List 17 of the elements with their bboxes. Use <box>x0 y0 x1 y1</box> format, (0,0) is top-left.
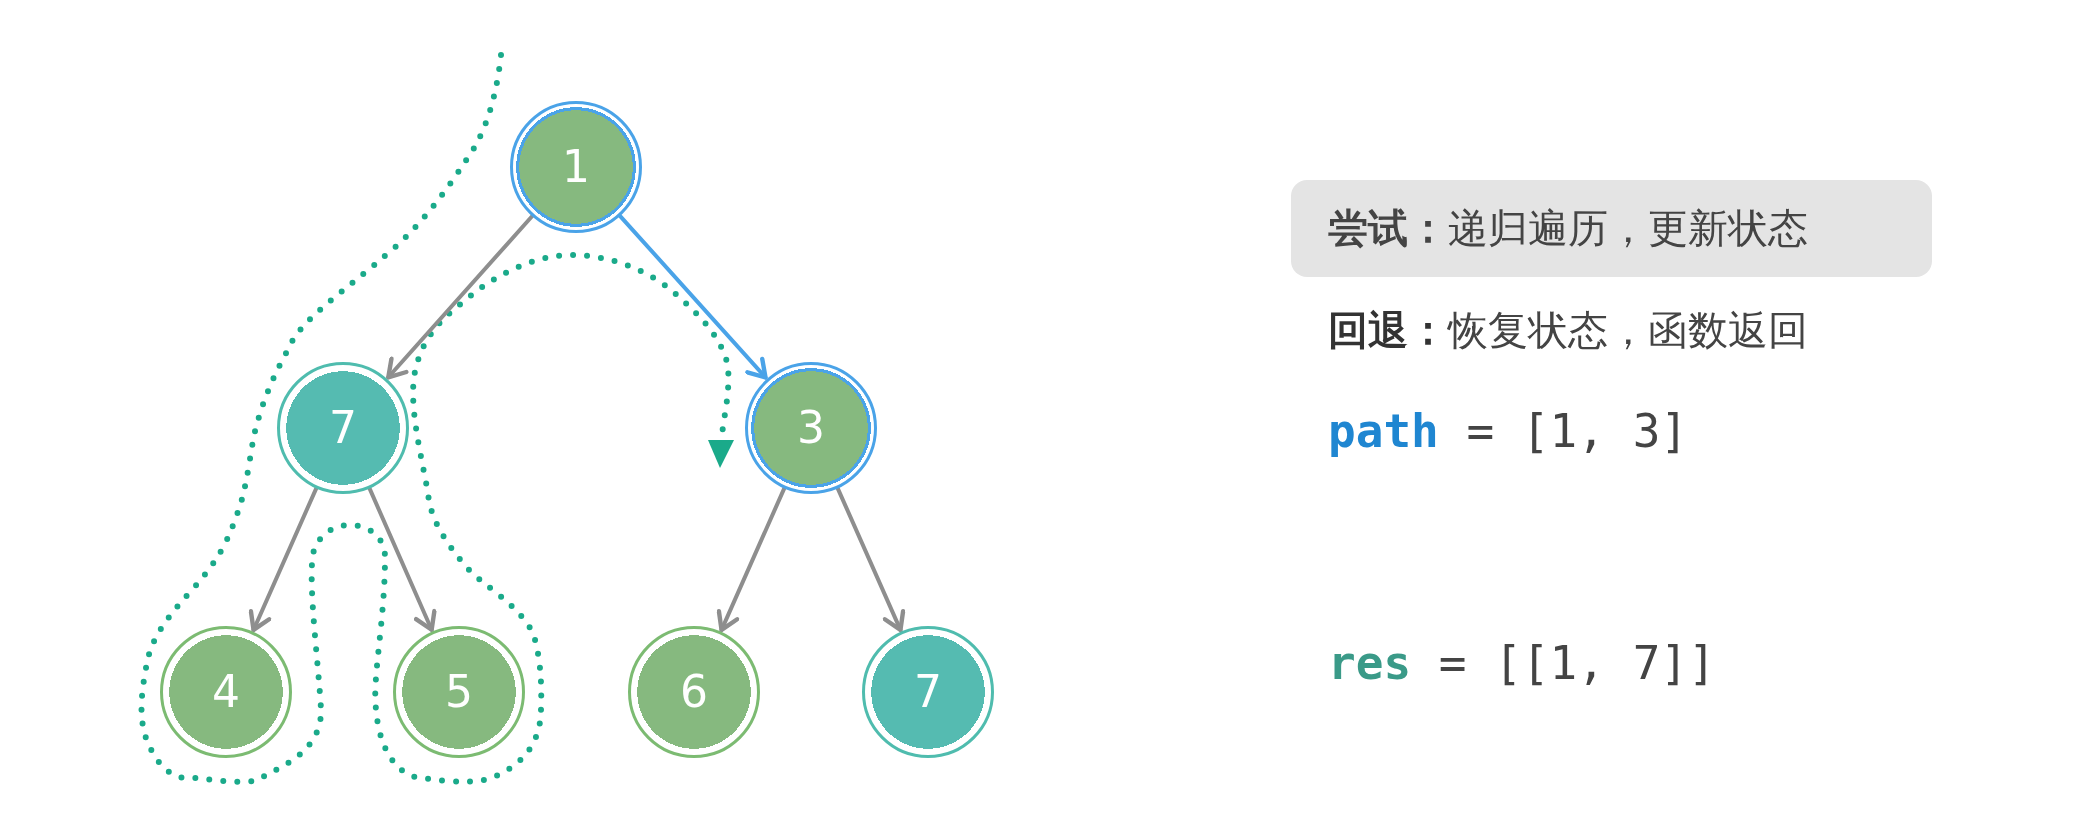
tree-node: 6 <box>628 626 760 758</box>
arrow <box>835 486 906 633</box>
arrow <box>716 486 787 633</box>
tree-node: 3 <box>745 362 877 494</box>
arrow <box>367 486 437 632</box>
code-text: res = [[1, 7]] <box>1328 636 1716 692</box>
note-text: 回退：恢复状态，函数返回 <box>1328 306 1808 354</box>
highlighted-note: 尝试：递归遍历，更新状态 <box>1291 180 1932 277</box>
tree-node: 5 <box>393 626 525 758</box>
arrow <box>248 486 319 633</box>
tree-node: 4 <box>160 626 292 758</box>
arrow <box>386 214 535 380</box>
arrow <box>618 214 768 380</box>
tree-node: 7 <box>277 362 409 494</box>
tree-node: 7 <box>862 626 994 758</box>
code-text: path = [1, 3] <box>1328 404 1689 460</box>
tree-node: 1 <box>510 101 642 233</box>
